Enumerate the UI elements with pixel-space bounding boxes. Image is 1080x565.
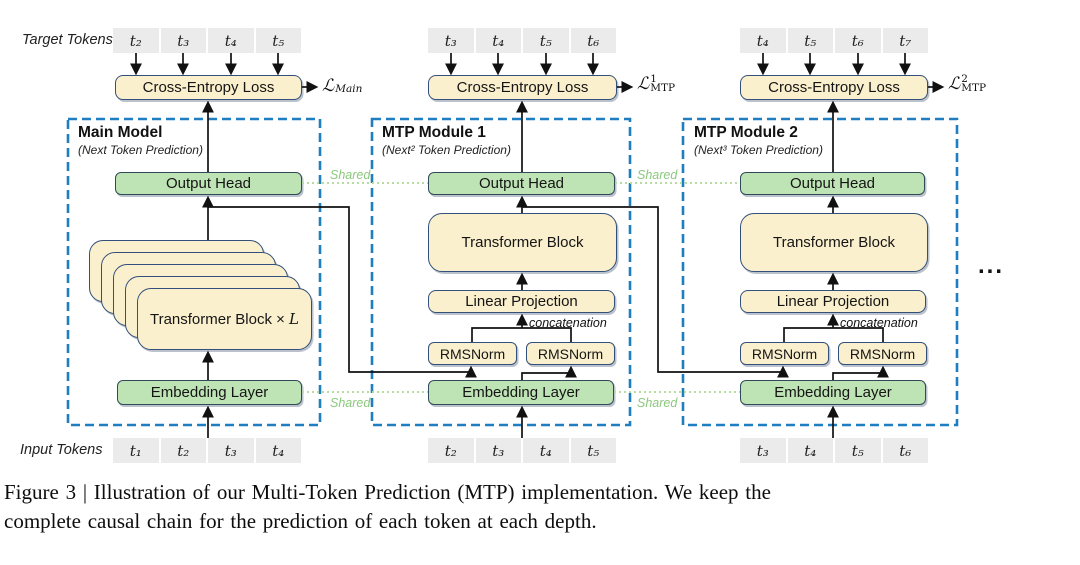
loss-symbol: ℒ xyxy=(637,74,650,94)
mtp2-title: MTP Module 2 xyxy=(694,124,798,141)
linear-projection-label: Linear Projection xyxy=(465,293,578,310)
mtp2-rmsnorm-left-box: RMSNorm xyxy=(740,342,829,365)
main-loss-label: ℒ Main xyxy=(322,76,363,96)
mtp1-concatenation-label: concatenation xyxy=(529,316,607,330)
rmsnorm-label: RMSNorm xyxy=(849,345,916,362)
mtp1-title: MTP Module 1 xyxy=(382,124,486,141)
token-cell: t₂ xyxy=(113,28,159,53)
main-input-token-row: t₁ t₂ t₃ t₄ xyxy=(113,438,301,463)
mtp2-cross-entropy-box: Cross-Entropy Loss xyxy=(740,75,928,100)
input-tokens-label: Input Tokens xyxy=(20,442,103,458)
transformer-label: Transformer Block xyxy=(773,234,895,251)
mtp1-cross-entropy-box: Cross-Entropy Loss xyxy=(428,75,617,100)
linear-projection-label: Linear Projection xyxy=(776,293,890,310)
token-cell: t₅ xyxy=(523,28,569,53)
rmsnorm-label: RMSNorm xyxy=(751,345,818,362)
rmsnorm-label: RMSNorm xyxy=(537,345,604,362)
main-model-title: Main Model xyxy=(78,124,163,141)
mtp2-concatenation-label: concatenation xyxy=(840,316,918,330)
caption-line-2: complete causal chain for the prediction… xyxy=(4,508,597,533)
main-output-head-box: Output Head xyxy=(115,172,302,195)
token-cell: t₃ xyxy=(428,28,474,53)
transformer-stack-front: Transformer Block × L xyxy=(137,288,312,350)
mtp1-linear-projection-box: Linear Projection xyxy=(428,290,615,313)
shared-label: Shared xyxy=(637,396,678,410)
token-cell: t₅ xyxy=(787,28,833,53)
figure-caption: Figure 3 | Illustration of our Multi-Tok… xyxy=(4,478,1044,535)
mtp1-rmsnorm-left-box: RMSNorm xyxy=(428,342,517,365)
cross-entropy-label: Cross-Entropy Loss xyxy=(456,79,589,96)
mtp1-input-token-row: t₂ t₃ t₄ t₅ xyxy=(428,438,616,463)
cross-entropy-label: Cross-Entropy Loss xyxy=(142,79,275,96)
main-target-token-row: t₂ t₃ t₄ t₅ xyxy=(113,28,301,53)
token-cell: t₂ xyxy=(428,438,474,463)
token-cell: t₄ xyxy=(255,438,301,463)
token-cell: t₃ xyxy=(740,438,786,463)
token-cell: t₄ xyxy=(208,28,254,53)
mtp2-output-head-box: Output Head xyxy=(740,172,925,195)
shared-label: Shared xyxy=(637,168,678,182)
rmsnorm-label: RMSNorm xyxy=(439,345,506,362)
token-cell: t₃ xyxy=(208,438,254,463)
mtp2-transformer-box: Transformer Block xyxy=(740,213,928,272)
cross-entropy-label: Cross-Entropy Loss xyxy=(768,79,900,96)
token-cell: t₄ xyxy=(787,438,833,463)
token-cell: t₇ xyxy=(882,28,928,53)
mtp1-target-token-row: t₃ t₄ t₅ t₆ xyxy=(428,28,616,53)
mtp2-input-token-row: t₃ t₄ t₅ t₆ xyxy=(740,438,928,463)
shared-label: Shared xyxy=(330,168,371,182)
token-cell: t₁ xyxy=(113,438,159,463)
token-cell: t₅ xyxy=(835,438,881,463)
mtp2-target-token-row: t₄ t₅ t₆ t₇ xyxy=(740,28,928,53)
continuation-ellipsis: ... xyxy=(978,252,1005,279)
mtp1-embedding-box: Embedding Layer xyxy=(428,380,614,405)
loss-symbol: ℒ xyxy=(322,76,335,96)
output-head-label: Output Head xyxy=(165,175,252,192)
main-model-subtitle: (Next Token Prediction) xyxy=(78,143,203,157)
token-cell: t₆ xyxy=(835,28,881,53)
mtp2-linear-projection-box: Linear Projection xyxy=(740,290,926,313)
token-cell: t₄ xyxy=(475,28,521,53)
token-cell: t₆ xyxy=(570,28,616,53)
main-cross-entropy-box: Cross-Entropy Loss xyxy=(115,75,302,100)
mtp1-subtitle: (Next² Token Prediction) xyxy=(382,143,511,157)
transformer-stack-label: Transformer Block × L xyxy=(149,310,300,328)
output-head-label: Output Head xyxy=(478,175,565,192)
token-cell: t₃ xyxy=(160,28,206,53)
output-head-label: Output Head xyxy=(789,175,876,192)
shared-label: Shared xyxy=(330,396,371,410)
embedding-label: Embedding Layer xyxy=(150,384,269,401)
embedding-label: Embedding Layer xyxy=(774,384,892,401)
token-cell: t₂ xyxy=(160,438,206,463)
target-tokens-label: Target Tokens xyxy=(22,32,113,48)
mtp1-transformer-box: Transformer Block xyxy=(428,213,617,272)
token-cell: t₄ xyxy=(523,438,569,463)
embedding-label: Embedding Layer xyxy=(462,384,580,401)
token-cell: t₅ xyxy=(255,28,301,53)
mtp2-subtitle: (Next³ Token Prediction) xyxy=(694,143,823,157)
mtp1-output-head-box: Output Head xyxy=(428,172,615,195)
mtp2-rmsnorm-right-box: RMSNorm xyxy=(838,342,927,365)
caption-line-1: Figure 3 | Illustration of our Multi-Tok… xyxy=(4,480,771,504)
loss-symbol: ℒ xyxy=(948,74,961,94)
token-cell: t₃ xyxy=(475,438,521,463)
main-embedding-box: Embedding Layer xyxy=(117,380,302,405)
mtp2-embedding-box: Embedding Layer xyxy=(740,380,926,405)
transformer-label: Transformer Block xyxy=(461,234,584,251)
token-cell: t₅ xyxy=(570,438,616,463)
token-cell: t₄ xyxy=(740,28,786,53)
mtp1-rmsnorm-right-box: RMSNorm xyxy=(526,342,615,365)
token-cell: t₆ xyxy=(882,438,928,463)
